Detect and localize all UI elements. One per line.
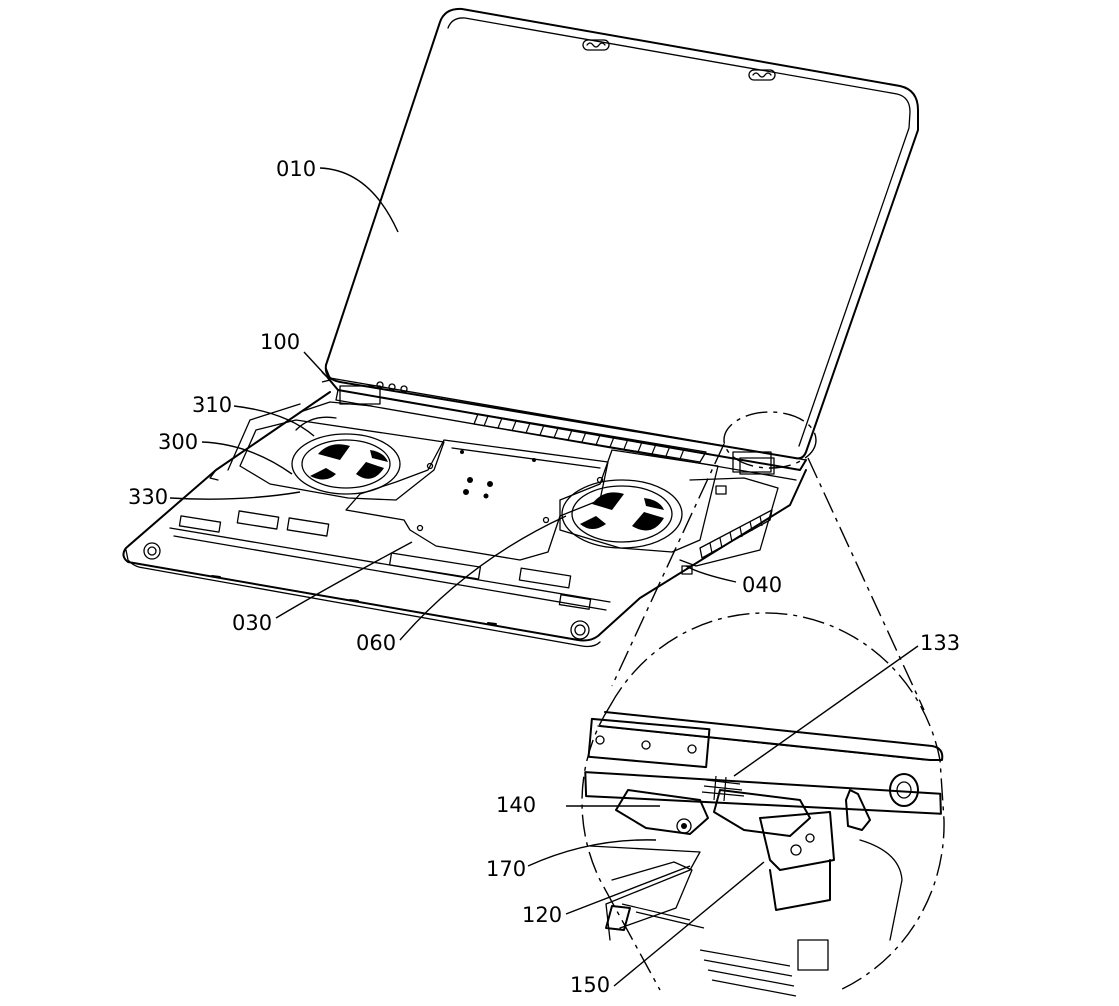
label-150: 150 [570, 973, 610, 997]
right-fan [559, 449, 779, 567]
side-vent [681, 457, 775, 575]
label-120: 120 [522, 903, 562, 927]
reference-labels: 010 100 310 300 330 030 060 040 133 140 … [128, 157, 960, 997]
label-140: 140 [496, 793, 536, 817]
lid-bump-right [748, 69, 776, 81]
label-170: 170 [486, 857, 526, 881]
detail-leader-left [611, 443, 725, 687]
base-chassis [122, 391, 807, 648]
display-lid [324, 7, 919, 461]
label-010: 010 [276, 157, 316, 181]
detail-leader-right [807, 457, 925, 711]
lid-bump-left [582, 39, 610, 51]
label-040: 040 [742, 573, 782, 597]
enlarged-hinge-detail [584, 711, 944, 997]
label-060: 060 [356, 631, 396, 655]
rear-vent-strip [473, 413, 707, 463]
left-fan [239, 401, 445, 501]
label-030: 030 [232, 611, 272, 635]
leader-lines [169, 167, 919, 987]
label-133: 133 [920, 631, 960, 655]
label-300: 300 [158, 430, 198, 454]
label-100: 100 [260, 330, 300, 354]
detail-source-circle [723, 411, 817, 469]
label-310: 310 [192, 393, 232, 417]
hinge-bar [327, 377, 807, 481]
label-330: 330 [128, 485, 168, 509]
detail-enlarged-circle [609, 612, 945, 991]
